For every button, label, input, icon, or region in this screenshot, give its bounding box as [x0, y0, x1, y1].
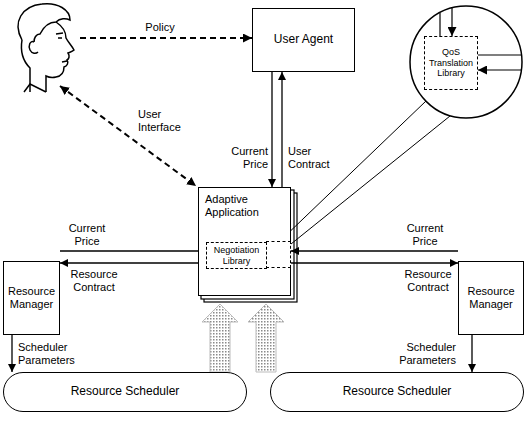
ear [29, 42, 38, 54]
node-text: QoS Translation Library [427, 47, 475, 78]
hair [18, 4, 70, 42]
connector-arrow [291, 250, 458, 251]
connector-arrow [11, 335, 12, 372]
edge-label: Resource Contract [400, 268, 456, 293]
annotation-label: User Interface [138, 108, 192, 133]
library-box: QoS Translation Library [424, 36, 478, 90]
manager-box: Resource Manager [3, 261, 60, 335]
node-text: User Agent [274, 33, 333, 47]
connector-arrow [471, 335, 472, 372]
application-box: Adaptive ApplicationNegotiation Library [198, 187, 291, 296]
face-details [56, 33, 67, 62]
edge-label: Scheduler Parameters [392, 341, 456, 366]
scheduler-box: Resource Scheduler [3, 372, 247, 412]
edge-label: Current Price [64, 222, 110, 247]
node-text: Resource Manager [461, 285, 521, 310]
node-text: Resource Scheduler [343, 385, 452, 399]
node-text: Negotiation Library [209, 245, 264, 266]
face-profile [46, 22, 74, 92]
node-text: Resource Manager [6, 285, 57, 310]
edge-label: Current Price [402, 222, 448, 247]
node-text: Resource Scheduler [71, 385, 180, 399]
person-figure [18, 4, 74, 92]
annotation-label: Policy [140, 21, 180, 34]
connector-arrow [60, 250, 206, 251]
zoom-wire [439, 13, 440, 37]
zoom-wire [478, 69, 521, 70]
zoom-wire [478, 54, 522, 55]
connector-arrow [271, 72, 272, 187]
library-box: Negotiation Library [206, 242, 267, 269]
collar [24, 84, 46, 92]
node-text: Adaptive Application [205, 193, 269, 218]
shaded-arrow [248, 304, 284, 372]
scheduler-box: Resource Scheduler [270, 372, 524, 412]
zoom-leader [280, 101, 426, 241]
edge-label: Resource Contract [66, 268, 122, 293]
connector-arrow [291, 262, 458, 263]
shaded-arrow [202, 304, 238, 372]
policy-arrow [80, 37, 252, 39]
agent-box: User Agent [252, 8, 355, 72]
edge-label: Current Price [224, 145, 268, 170]
zoom-circle [410, 6, 522, 118]
connector-arrow [60, 262, 206, 263]
zoom-wire [451, 8, 452, 36]
connector-arrow [281, 72, 282, 187]
user-interface-arrow [60, 86, 196, 186]
edge-label: User Contract [288, 145, 338, 170]
edge-label: Scheduler Parameters [18, 341, 82, 366]
manager-box: Resource Manager [458, 261, 524, 335]
translation-box [266, 241, 291, 268]
